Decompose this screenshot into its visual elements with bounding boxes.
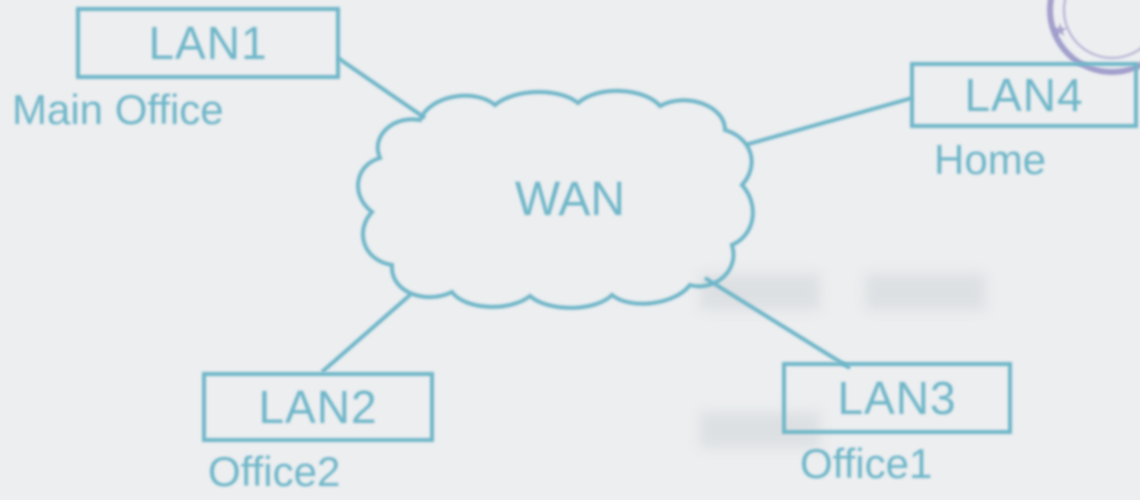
lan3-box: LAN3 [782, 362, 1012, 434]
edge-wan-lan1 [336, 56, 427, 120]
stamp-ring-inner [1063, 0, 1140, 59]
lan2-caption: Office2 [208, 448, 341, 495]
edge-wan-lan2 [320, 293, 412, 374]
stamp-ring [1047, 0, 1140, 75]
lan4-caption: Home [934, 136, 1047, 183]
lan3-caption: Office1 [800, 440, 933, 487]
stamp-star: ★ [1052, 20, 1068, 41]
lan1-caption: Main Office [12, 86, 224, 133]
wan-label: WAN [514, 173, 626, 226]
lan1-box: LAN1 [76, 7, 340, 79]
lan4-box: LAN4 [910, 62, 1138, 128]
lan2-box: LAN2 [202, 372, 434, 442]
edge-wan-lan3 [703, 276, 852, 370]
edge-wan-lan4 [744, 96, 913, 147]
wan-cloud-shape [356, 89, 755, 310]
